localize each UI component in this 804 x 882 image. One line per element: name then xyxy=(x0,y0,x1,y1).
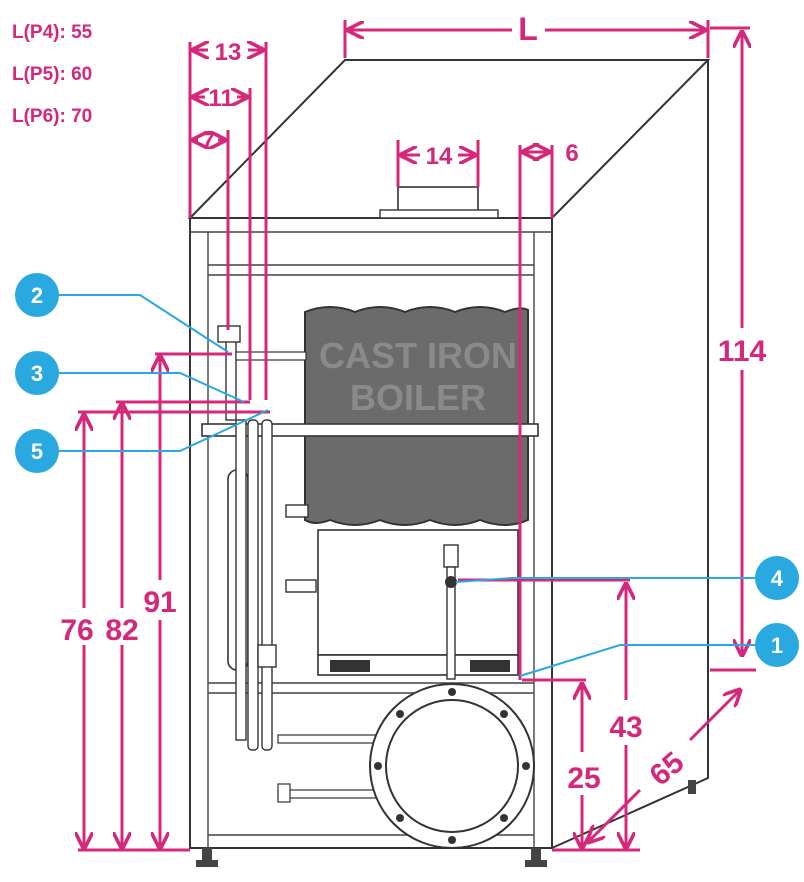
callout-badge-1: 1 xyxy=(755,623,799,667)
callout-badge-3: 3 xyxy=(15,351,59,395)
callout-number: 3 xyxy=(31,361,43,386)
callout-badge-2: 2 xyxy=(15,273,59,317)
dim-l-label: L xyxy=(518,11,538,47)
callout-number: 5 xyxy=(31,439,43,464)
dim-91-label: 91 xyxy=(143,586,176,619)
dim-25-label: 25 xyxy=(567,762,600,795)
callout-badge-4: 4 xyxy=(755,556,799,600)
dim-13-label: 13 xyxy=(215,39,242,66)
length-legend: L(P4): 55 L(P5): 60 L(P6): 70 xyxy=(12,22,93,127)
cast-iron-boiler: CAST IRON BOILER xyxy=(304,306,529,526)
legend-p6: L(P6): 70 xyxy=(12,106,92,127)
dim-11-label: 11 xyxy=(208,85,233,112)
legend-p4: L(P4): 55 xyxy=(12,22,93,43)
left-pipes xyxy=(217,325,379,803)
dim-43-label: 43 xyxy=(609,711,642,744)
burner-flange xyxy=(369,683,535,849)
valve-pipe xyxy=(443,544,459,680)
boiler-label-line2: BOILER xyxy=(350,377,486,418)
dim-65-label: 65 xyxy=(644,746,691,793)
callout-number: 2 xyxy=(31,283,43,308)
callout-number: 1 xyxy=(771,633,783,658)
callout-number: 4 xyxy=(771,566,784,591)
callout-badge-5: 5 xyxy=(15,429,59,473)
dim-7-label: 7 xyxy=(201,128,214,155)
dim-76-label: 76 xyxy=(60,614,93,647)
legend-p5: L(P5): 60 xyxy=(12,64,92,85)
burner-housing xyxy=(285,504,519,676)
boiler-label-line1: CAST IRON xyxy=(319,335,517,376)
callout-leaders xyxy=(58,294,756,677)
dim-82-label: 82 xyxy=(105,614,138,647)
dim-14-label: 14 xyxy=(426,143,453,170)
dim-114-label: 114 xyxy=(718,335,767,368)
dim-6-label: 6 xyxy=(565,140,578,167)
boiler-shelf xyxy=(201,423,539,437)
dimension-lines xyxy=(78,20,756,852)
